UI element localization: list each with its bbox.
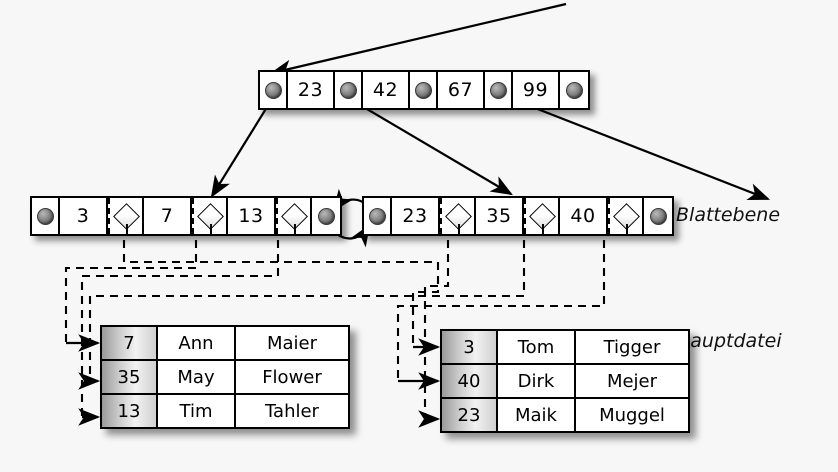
diamond-stem-icon [294,224,296,236]
leaf-right-key-value: 35 [486,205,512,227]
diamond-stem-icon [458,224,460,236]
leaf-left-record-pointer-cell[interactable] [108,198,144,236]
incoming-root-arrow [269,2,567,78]
pointer-sphere-icon [36,207,54,225]
root-key-cell: 67 [438,72,485,108]
leaf-right-key-value: 23 [402,205,428,227]
leaf-left-prev-ptr[interactable] [32,198,60,234]
leaf-left-next-ptr[interactable] [312,198,340,234]
root-key-value: 67 [447,79,474,101]
diamond-stem-icon [542,224,544,236]
right-key-cell: 3 [442,331,498,363]
caption-leaf-level: Blattebene [676,204,781,226]
root-pointer-2[interactable] [410,72,438,108]
left-last-name-cell: Tahler [265,400,319,422]
leaf-left-key-cell: 13 [228,198,276,234]
pointer-sphere-icon [368,207,386,225]
pointer-sphere-icon [489,81,507,99]
left-key-cell: 35 [102,361,158,393]
leaf-right-key-cell: 23 [392,198,440,234]
root-index-node[interactable]: 23 42 67 99 [258,70,590,110]
root-pointer-1[interactable] [335,72,363,108]
root-to-right-leaf-arrow [349,98,513,196]
leaf-right-key-cell: 35 [476,198,524,234]
leaf-left-key-cell: 3 [60,198,108,234]
pointer-sphere-icon [565,81,583,99]
right-key-cell: 40 [442,365,498,397]
left-last-name-cell: Flower [262,366,322,388]
root-pointer-3[interactable] [485,72,513,108]
leaf-left-key-value: 3 [76,205,90,227]
leaf-right-record-pointer-cell[interactable] [608,198,644,236]
root-key-value: 23 [297,79,324,101]
root-key-cell: 23 [288,72,335,108]
right-key-cell: 23 [442,399,498,431]
leaf-right-next-ptr[interactable] [644,198,672,234]
left-last-name-cell: Maier [266,332,318,354]
root-key-cell: 99 [513,72,560,108]
left-key-cell: 13 [102,395,158,427]
leaf-node-right[interactable]: 23 35 40 [362,196,674,236]
left-first-name-cell: Ann [158,327,236,359]
leaf-right-key-value: 40 [570,205,596,227]
right-first-name-cell: Maik [498,399,576,431]
root-key-cell: 42 [363,72,410,108]
pointer-sphere-icon [649,207,667,225]
pointer-sphere-icon [317,207,335,225]
diamond-stem-icon [210,224,212,236]
leaf-right-key-cell: 40 [560,198,608,234]
leaf-right-prev-ptr[interactable] [364,198,392,234]
leaf-node-left[interactable]: 3 7 13 [30,196,342,236]
leaf-left-record-pointer-cell[interactable] [276,198,312,236]
left-first-name-cell: May [158,361,236,393]
left-first-name-cell: Tim [158,395,236,427]
root-key-value: 99 [522,79,549,101]
diamond-stem-icon [626,224,628,236]
pointer-sphere-icon [264,81,282,99]
left-key-cell: 7 [102,327,158,359]
right-first-name-cell: Tom [498,331,576,363]
leaf-left-key-value: 13 [238,205,264,227]
root-pointer-4[interactable] [560,72,588,108]
leaf-right-record-pointer-cell[interactable] [524,198,560,236]
right-first-name-cell: Dirk [498,365,576,397]
caption-main-file: Hauptdatei [676,330,782,352]
root-pointer-0[interactable] [260,72,288,108]
right-last-name-cell: Mejer [606,370,658,392]
right-last-name-cell: Tigger [603,336,661,358]
leaf-left-key-cell: 7 [144,198,192,234]
pointer-sphere-icon [414,81,432,99]
root-to-left-leaf-arrow [210,98,273,198]
right-last-name-cell: Muggel [599,404,665,426]
pointer-sphere-icon [339,81,357,99]
root-key-value: 42 [372,79,399,101]
leaf-left-key-value: 7 [160,205,174,227]
leaf-right-record-pointer-cell[interactable] [440,198,476,236]
root-to-offpage-arrow [511,97,771,201]
leaf-left-record-pointer-cell[interactable] [192,198,228,236]
diamond-stem-icon [126,224,128,236]
